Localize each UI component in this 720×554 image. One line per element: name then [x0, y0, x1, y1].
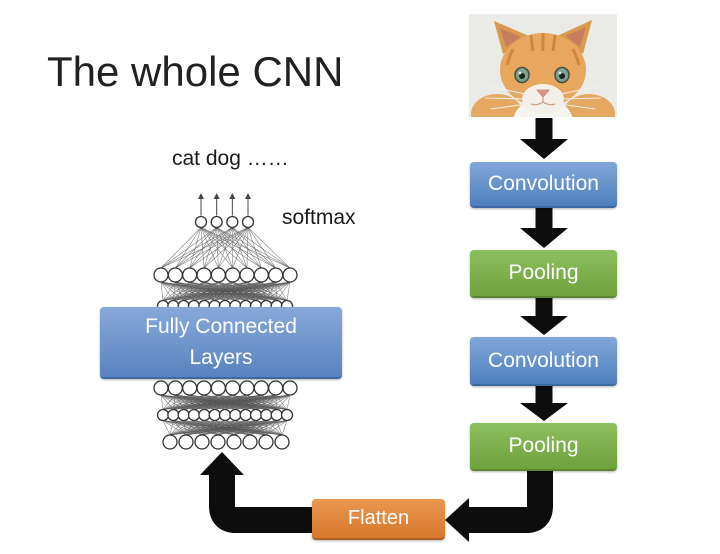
class-labels-text: cat dog …… — [172, 147, 289, 170]
slide-title: The whole CNN — [47, 48, 344, 95]
softmax-label: softmax — [282, 206, 356, 229]
convolution-box-1-label: Convolution — [488, 172, 599, 195]
pooling-box-1-label: Pooling — [508, 261, 579, 284]
cat-input-image — [469, 14, 617, 117]
pooling-box-2: Pooling — [470, 423, 617, 471]
flatten-box: Flatten — [312, 499, 445, 540]
arrow-image-to-conv1-icon — [520, 118, 568, 159]
convolution-box-2-label: Convolution — [488, 348, 599, 372]
pooling-box-2-label: Pooling — [508, 434, 579, 457]
fully-connected-box: Fully Connected Layers — [100, 307, 342, 379]
convolution-box-2: Convolution — [470, 337, 617, 386]
flatten-box-label: Flatten — [347, 507, 410, 529]
arrow-conv1-to-pool1-icon — [520, 208, 568, 248]
pipeline-arrows — [520, 118, 568, 421]
arrow-conv2-to-pool2-icon — [520, 386, 568, 421]
arrow-pool1-to-conv2-icon — [520, 298, 568, 335]
arrow-pool2-to-flatten-icon — [445, 467, 553, 542]
fully-connected-line2: Layers — [189, 346, 253, 369]
fully-connected-line1: Fully Connected — [145, 315, 297, 338]
convolution-box-1: Convolution — [470, 162, 617, 208]
pooling-box-1: Pooling — [470, 250, 617, 298]
arrow-flatten-to-network-icon — [200, 452, 313, 533]
